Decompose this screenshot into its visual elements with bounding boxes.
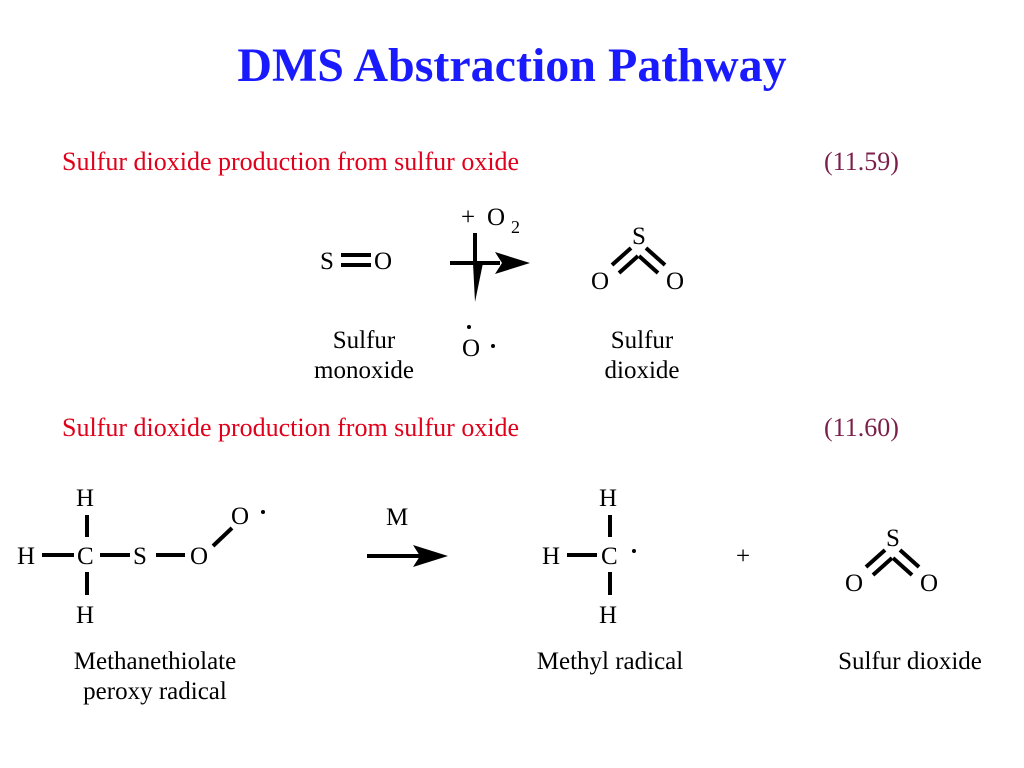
sulfur-monoxide-structure: S O (320, 248, 392, 275)
atom-o: O (374, 248, 392, 275)
methanethiolate-label: Methanethiolate peroxy radical (73, 648, 237, 705)
reaction1-number: (11.59) (824, 147, 899, 176)
sulfur-dioxide-structure-2: S O O (845, 525, 938, 597)
methanethiolate-peroxy-structure: H H C S O O H (17, 485, 265, 629)
catalyst-label: M (386, 504, 408, 531)
atom-s: S (133, 543, 147, 570)
radical-dot (467, 325, 471, 329)
atom-o-left: O (845, 570, 863, 597)
plus-sign: + (736, 543, 750, 570)
atom-o-right: O (920, 570, 938, 597)
sulfur-dioxide-label-2: Sulfur dioxide (838, 648, 982, 675)
reaction2-arrow: M (367, 504, 448, 567)
atom-s: S (632, 223, 646, 250)
atom-h-left: H (17, 543, 35, 570)
radical-dot (261, 510, 265, 514)
arrowhead-icon (413, 545, 448, 567)
double-bond (891, 556, 914, 577)
reaction2-number: (11.60) (824, 413, 899, 442)
atom-o-left: O (591, 268, 609, 295)
reaction1-heading: Sulfur dioxide production from sulfur ox… (62, 147, 520, 176)
methyl-radical-structure: H H C H (542, 485, 636, 629)
sulfur-dioxide-label-1: Sulfur dioxide (604, 327, 680, 384)
radical-dot (632, 549, 636, 553)
reagent-plus: + (461, 204, 475, 231)
single-bond (211, 526, 234, 548)
atom-h-top: H (599, 485, 617, 512)
double-bond (610, 246, 633, 267)
reaction2-heading: Sulfur dioxide production from sulfur ox… (62, 413, 520, 442)
arrowhead-icon (495, 252, 530, 274)
reagent-oxygen: O (487, 204, 505, 231)
double-bond (898, 548, 921, 569)
atom-o2: O (231, 503, 249, 530)
atom-h-bottom: H (76, 602, 94, 629)
double-bond (871, 556, 894, 577)
slide-title: DMS Abstraction Pathway (237, 39, 787, 92)
atom-s: S (320, 248, 334, 275)
arrow-branch (473, 263, 483, 302)
double-bond (864, 548, 887, 569)
reaction1-arrow: + O 2 O (450, 204, 530, 362)
atom-h-top: H (76, 485, 94, 512)
atom-s: S (886, 525, 900, 552)
atom-o1: O (190, 543, 208, 570)
reagent-subscript: 2 (511, 217, 520, 237)
radical-dot (491, 344, 495, 348)
byproduct-atom-o: O (462, 335, 480, 362)
atom-c: C (601, 543, 618, 570)
atom-h-left: H (542, 543, 560, 570)
double-bond (637, 254, 660, 275)
methyl-radical-label: Methyl radical (536, 648, 684, 675)
double-bond (617, 254, 640, 275)
atom-h-bottom: H (599, 602, 617, 629)
sulfur-dioxide-structure-1: S O O (591, 223, 684, 295)
double-bond (644, 246, 667, 267)
atom-c: C (77, 543, 94, 570)
atom-o-right: O (666, 268, 684, 295)
sulfur-monoxide-label: Sulfur monoxide (314, 327, 414, 384)
